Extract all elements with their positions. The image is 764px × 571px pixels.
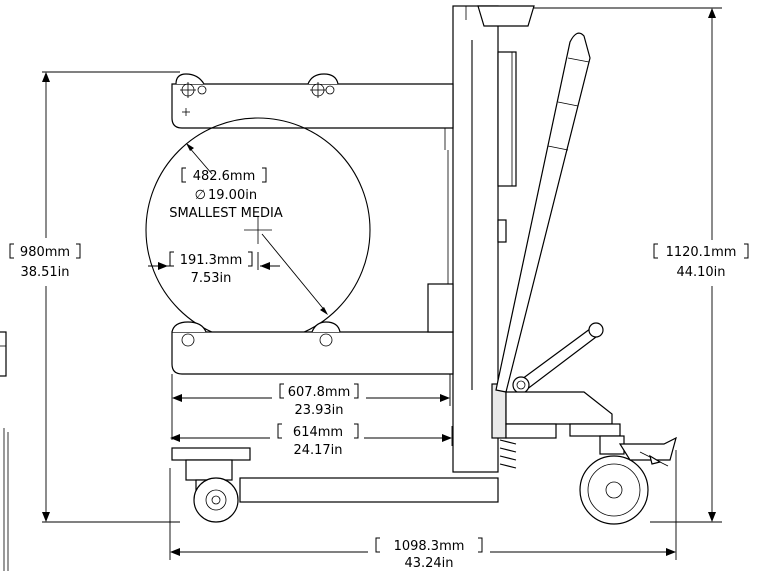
dim-arm-height-metric: 980mm <box>20 245 70 260</box>
smallest-media-roll <box>145 117 371 343</box>
dim-overall-length-metric: 1098.3mm <box>394 539 465 554</box>
dim-total-height: 1120.1mm 44.10in <box>534 7 749 523</box>
dim-overall-length-imperial: 43.24in <box>404 556 453 571</box>
front-caster <box>193 477 239 523</box>
dim-arm-length: 607.8mm 23.93in <box>171 374 451 440</box>
dim-core-offset-imperial: 7.53in <box>191 271 232 286</box>
dim-arm-length-metric: 607.8mm <box>288 385 351 400</box>
dim-leg-length: 614mm 24.17in <box>170 423 453 458</box>
lower-chuck-arm <box>171 150 454 375</box>
dim-overall-length: 1098.3mm 43.24in <box>169 450 677 571</box>
rear-caster-with-brake <box>579 435 677 525</box>
mast <box>452 5 535 473</box>
dim-total-height-imperial: 44.10in <box>676 265 725 280</box>
base-frame <box>171 391 621 503</box>
upper-chuck-arm <box>171 73 454 150</box>
dim-core-offset-metric: 191.3mm <box>180 253 243 268</box>
pump-lever <box>512 322 604 394</box>
dim-total-height-metric: 1120.1mm <box>666 245 737 260</box>
dim-media-metric: 482.6mm <box>193 169 256 184</box>
dim-arm-length-imperial: 23.93in <box>294 403 343 418</box>
diameter-symbol: ∅ <box>195 188 206 203</box>
dim-media-diameter: 482.6mm ∅ 19.00in SMALLEST MEDIA <box>169 167 283 221</box>
push-handle <box>495 32 591 393</box>
dim-core-offset: 191.3mm 7.53in <box>148 251 280 286</box>
dim-media-imperial: 19.00in <box>208 188 257 203</box>
smallest-media-note: SMALLEST MEDIA <box>169 206 283 221</box>
dim-leg-length-metric: 614mm <box>293 425 343 440</box>
dim-arm-height: 980mm 38.51in <box>9 71 180 523</box>
dim-arm-height-imperial: 38.51in <box>20 265 69 280</box>
dim-leg-length-imperial: 24.17in <box>293 443 342 458</box>
partial-adjacent-view <box>0 331 9 571</box>
